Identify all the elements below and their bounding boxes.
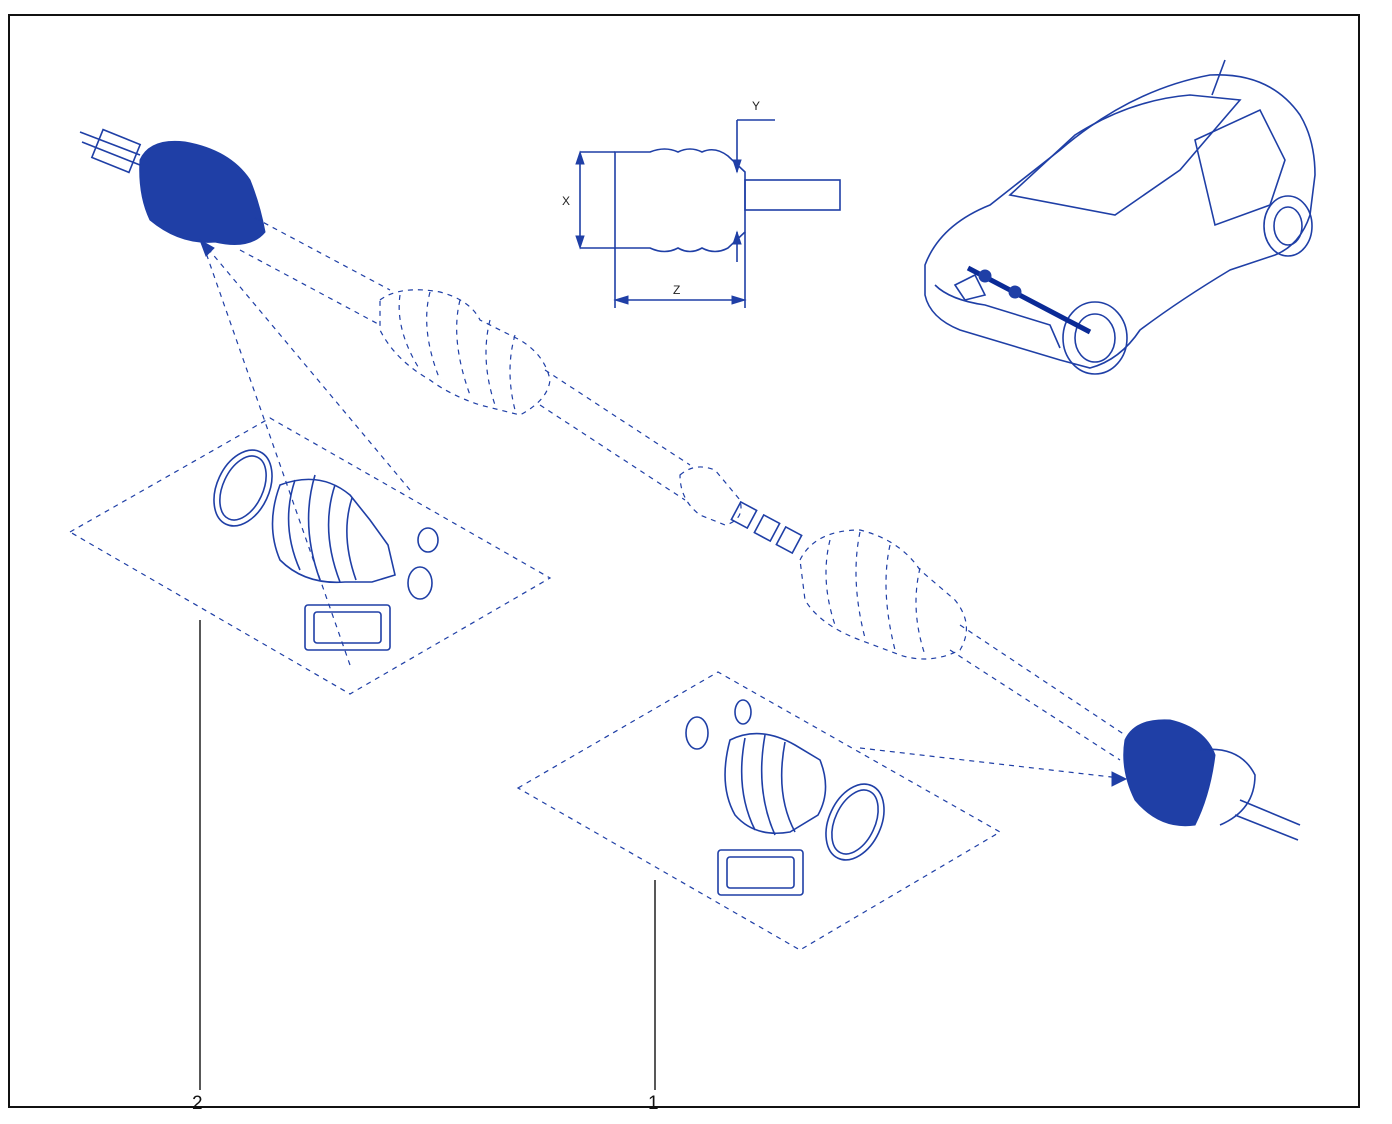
inner-boot-lower xyxy=(799,529,967,660)
callout-number-1: 1 xyxy=(648,1093,659,1114)
inner-boot-upper xyxy=(379,289,551,416)
callout-number-2: 2 xyxy=(192,1093,203,1114)
dimension-label-y: Y xyxy=(752,99,760,113)
vehicle-illustration xyxy=(924,59,1316,375)
boot-kit-1 xyxy=(516,671,1002,951)
boot-kit-2 xyxy=(68,417,552,695)
dimension-label-x: X xyxy=(562,194,570,208)
diagram-frame xyxy=(8,14,1360,1108)
intermediate-shaft xyxy=(679,466,803,555)
outer-cv-joint-left xyxy=(79,128,266,245)
boot-dimension-detail: X Y Z xyxy=(562,99,841,308)
exploded-view-lines xyxy=(199,217,1128,787)
outer-cv-joint-right xyxy=(1123,719,1301,841)
dimension-label-z: Z xyxy=(673,283,680,297)
